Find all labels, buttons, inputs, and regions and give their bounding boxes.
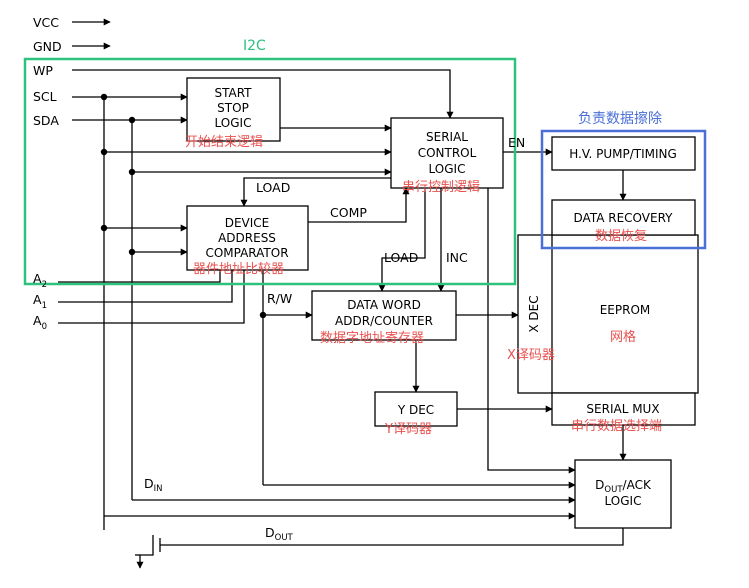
rw-signal-label: R/W (267, 291, 292, 306)
device-address-label-2: ADDRESS (218, 231, 276, 245)
data-word-label-2: ADDR/COUNTER (335, 314, 433, 328)
dout-ack-logic-box (574, 459, 672, 529)
en-signal-label: EN (508, 135, 525, 150)
serial-control-logic-box (390, 117, 504, 189)
y-dec-label: Y DEC (397, 403, 434, 417)
start-stop-label-2: STOP (217, 101, 249, 115)
hv-pump-label: H.V. PUMP/TIMING (569, 147, 677, 161)
x-dec-cn-label: X译码器 (507, 348, 555, 363)
device-address-label-1: DEVICE (225, 216, 270, 230)
x-dec-label: X DEC (527, 295, 541, 332)
serial-mux-cn-label: 串行数据选择端 (571, 419, 662, 434)
serial-control-label-2: CONTROL (418, 146, 477, 160)
wp-pin-label: WP (33, 63, 53, 78)
eeprom-array-box (517, 234, 699, 394)
scl-pin-label: SCL (33, 89, 57, 104)
serial-control-cn-label: 串行控制逻辑 (402, 180, 480, 195)
inc-signal-label: INC (446, 250, 468, 265)
gnd-pin-label: GND (33, 39, 62, 54)
eeprom-cn-label: 网格 (610, 329, 636, 345)
sda-pin-label: SDA (33, 113, 59, 128)
data-recovery-box (551, 199, 696, 236)
comp-signal-label: COMP (330, 205, 367, 220)
dout-signal-label: DOUT (265, 525, 294, 543)
data-word-cn-label: 数据字地址寄存器 (320, 330, 424, 346)
start-stop-cn-label: 开始结束逻辑 (185, 135, 263, 150)
device-address-comparator-box (186, 205, 309, 271)
load-signal-label-2: LOAD (384, 250, 418, 265)
y-dec-cn-label: Y译码器 (384, 422, 432, 437)
dout-ack-label-1: DOUT/ACK (595, 478, 652, 495)
data-word-addr-counter-box (311, 290, 457, 341)
y-dec-box (374, 391, 458, 427)
serial-control-label-1: SERIAL (426, 130, 468, 144)
load-signal-label-1: LOAD (256, 180, 290, 195)
erase-group-outline (540, 129, 707, 250)
i2c-group-outline (23, 57, 517, 286)
wires (58, 18, 627, 569)
hv-pump-timing-box (551, 136, 696, 171)
i2c-group-label: I2C (243, 38, 266, 54)
start-stop-label-3: LOGIC (215, 116, 252, 130)
eeprom-label: EEPROM (600, 303, 651, 317)
a1-pin-label: A1 (33, 292, 47, 311)
dout-ack-label-2: LOGIC (605, 494, 642, 508)
erase-group-label: 负责数据擦除 (578, 110, 662, 127)
a2-pin-label: A2 (33, 271, 47, 290)
junction-dots (100, 93, 267, 319)
serial-mux-label: SERIAL MUX (586, 402, 659, 416)
device-address-cn-label: 器件地址比较器 (193, 262, 284, 277)
data-word-label-1: DATA WORD (347, 298, 421, 312)
device-address-label-3: COMPARATOR (205, 246, 288, 260)
start-stop-label-1: START (214, 86, 252, 100)
serial-control-label-3: LOGIC (429, 162, 466, 176)
data-recovery-label: DATA RECOVERY (574, 211, 674, 225)
start-stop-logic-box (186, 77, 281, 142)
a0-pin-label: A0 (33, 313, 47, 332)
serial-mux-box (551, 392, 696, 426)
vcc-pin-label: VCC (33, 15, 59, 30)
data-recovery-cn-label: 数据恢复 (595, 229, 647, 244)
din-signal-label: DIN (144, 476, 163, 494)
